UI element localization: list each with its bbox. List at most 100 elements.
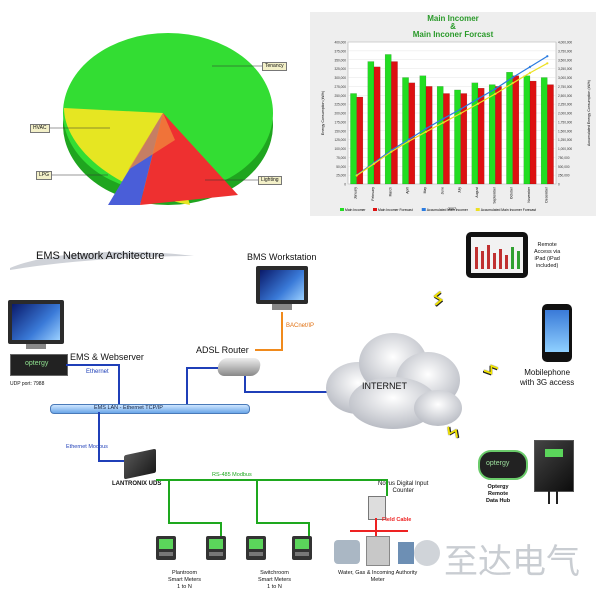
x-tick-label: January xyxy=(354,187,358,199)
bar-main-incomer-forecast xyxy=(477,88,485,185)
plantroom-meter-n xyxy=(206,536,226,560)
mobilephone-device xyxy=(542,304,572,362)
point-accumulated-main-incomer xyxy=(424,127,428,130)
switchroom-meter-n xyxy=(292,536,312,560)
y2-tick-label: 3,500,000 xyxy=(558,58,572,62)
y-tick-label: 25,000 xyxy=(336,174,346,178)
point-accumulated-main-incomer-forecast xyxy=(459,112,462,115)
y-tick-label: 275,000 xyxy=(334,85,346,89)
bar-main-incomer xyxy=(436,86,444,185)
ipad-device xyxy=(466,232,528,278)
point-accumulated-main-incomer xyxy=(442,117,445,120)
y2-tick-label: 3,750,000 xyxy=(558,49,572,53)
energy-pie-chart: Tenancy HVAC LPG Lighting xyxy=(0,0,300,220)
watermark-text: 至达电气 xyxy=(444,542,580,582)
point-accumulated-main-incomer-forecast xyxy=(372,162,376,165)
plant-branch-end xyxy=(220,522,222,536)
legend-entry: Accumulated Main Incomer xyxy=(427,208,469,212)
pie-label-hvac: HVAC xyxy=(30,124,50,133)
bms-monitor xyxy=(256,266,308,304)
y-tick-label: 350,000 xyxy=(334,58,346,62)
switchroom-label: Switchroom Smart Meters 1 to N xyxy=(258,570,292,590)
pie-label-lpg: LPG xyxy=(36,171,53,180)
y-tick-label: 400,000 xyxy=(334,41,346,45)
y2-tick-label: 2,750,000 xyxy=(558,85,572,89)
y2-tick-label: 500,000 xyxy=(558,165,570,169)
optergy-server-box: optergy xyxy=(10,354,68,376)
bacnet-wire xyxy=(281,312,283,350)
ems-monitor-stand xyxy=(26,344,46,349)
bar-main-incomer-forecast xyxy=(529,80,537,185)
data-hub-cable-2 xyxy=(556,490,558,504)
y2-tick-label: 3,250,000 xyxy=(558,67,572,71)
lantronix-label: LANTRONIX UDS xyxy=(112,481,162,487)
data-hub-device xyxy=(534,440,574,492)
ipad-label: Remote Access via iPad (iPad included) xyxy=(534,242,561,269)
data-hub-label: Optergy Remote Data Hub xyxy=(486,484,511,504)
y-axis-title: Energy Consumption (kWh) xyxy=(321,91,325,135)
watermark-logo-icon xyxy=(414,540,440,566)
point-accumulated-main-incomer xyxy=(546,55,549,58)
y-tick-label: 100,000 xyxy=(334,147,346,151)
y-tick-label: 125,000 xyxy=(334,138,346,142)
data-hub-cable-1 xyxy=(548,490,550,504)
point-accumulated-main-incomer-forecast xyxy=(528,71,532,74)
pie-label-lighting: Lighting xyxy=(258,176,282,185)
udp-port-label: UDP port: 7988 xyxy=(10,381,45,387)
y2-tick-label: 2,500,000 xyxy=(558,94,572,98)
bacnet-wire-h xyxy=(255,349,283,351)
ethernet-label: Ethernet xyxy=(86,369,109,375)
x-axis-title: 2007 xyxy=(448,207,456,211)
chart-canvas: Main Incomer &Main Inconer Forcast 0 25,000… xyxy=(321,14,591,212)
legend-entry: Accumulated Main Incomer Forecast xyxy=(481,208,536,212)
gas-meter xyxy=(366,536,390,566)
lightning-mobile-icon: ϟ xyxy=(478,364,501,375)
plant-branch xyxy=(168,522,222,524)
bar-main-incomer-forecast xyxy=(512,75,520,185)
y-tick-label: 0 xyxy=(344,183,346,187)
bar-main-incomer xyxy=(402,77,409,185)
adsl-router xyxy=(216,358,262,376)
x-tick-label: August xyxy=(475,187,479,198)
y-tick-label: 250,000 xyxy=(334,94,346,98)
point-accumulated-main-incomer-forecast xyxy=(407,140,410,143)
plantroom-label: Plantroom Smart Meters 1 to N xyxy=(168,570,202,590)
pie-highlight xyxy=(128,113,175,170)
router-lan-wire-v xyxy=(186,367,188,407)
bms-monitor-stand xyxy=(272,304,292,310)
water-gas-meter-label: Water, Gas & Incoming Authority Meter xyxy=(338,570,418,583)
x-tick-label: June xyxy=(440,187,444,194)
bar-main-incomer-forecast xyxy=(373,66,381,185)
bacnet-label: BACnet/IP xyxy=(286,323,315,329)
novus-counter xyxy=(368,496,386,520)
bar-main-incomer-forecast xyxy=(425,86,433,185)
chart-title-line: & xyxy=(450,22,456,31)
router-internet-wire-v xyxy=(244,376,246,392)
switch-branch-end xyxy=(308,522,310,536)
chart-title-line: Main Inconer Forcast xyxy=(413,30,494,39)
y-tick-label: 325,000 xyxy=(334,67,346,71)
modbus-wire-h xyxy=(98,460,128,462)
authority-meter xyxy=(398,542,414,564)
point-accumulated-main-incomer-forecast xyxy=(424,130,428,133)
router-lan-wire-h xyxy=(186,367,218,369)
x-tick-label: April xyxy=(406,187,410,194)
x-tick-label: February xyxy=(371,187,375,201)
x-tick-label: May xyxy=(423,187,427,194)
x-tick-label: November xyxy=(527,186,531,203)
point-accumulated-main-incomer xyxy=(528,65,532,68)
line-accumulated-main-incomer xyxy=(356,55,548,176)
bar-main-incomer xyxy=(506,72,513,185)
plantroom-meter-1 xyxy=(156,536,176,560)
bar-main-incomer-forecast xyxy=(547,84,554,185)
x-tick-label: October xyxy=(510,186,514,199)
lantronix-device xyxy=(124,448,156,480)
point-accumulated-main-incomer xyxy=(459,107,462,111)
legend-swatch xyxy=(373,208,377,211)
point-accumulated-main-incomer xyxy=(511,76,514,79)
legend-entry: Main Incomer xyxy=(345,208,366,212)
y2-tick-label: 2,250,000 xyxy=(558,103,572,107)
water-meter xyxy=(334,540,360,564)
title-swoosh xyxy=(10,251,194,270)
bar-main-incomer-forecast xyxy=(460,93,468,185)
